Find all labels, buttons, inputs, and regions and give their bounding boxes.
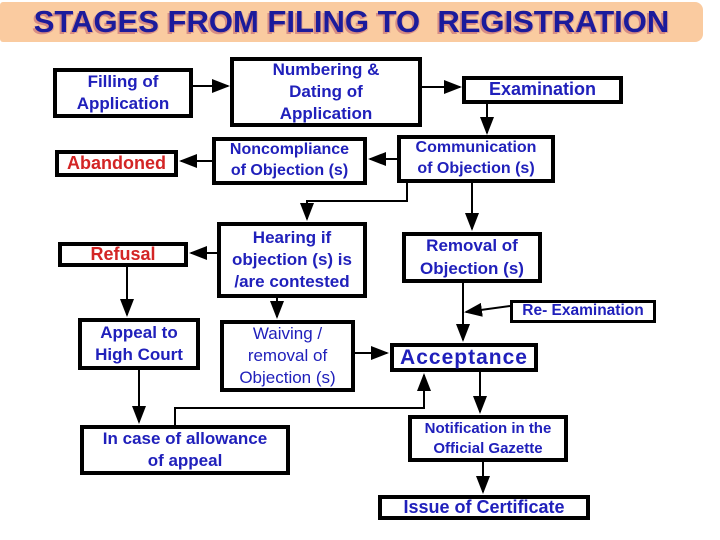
node-appeal-to-high-court: Appeal to High Court — [78, 318, 200, 370]
node-noncompliance-of-objections: Noncompliance of Objection (s) — [212, 137, 367, 185]
node-waiving-removal-of-objections: Waiving / removal of Objection (s) — [220, 320, 355, 392]
node-numbering-dating: Numbering & Dating of Application — [230, 57, 422, 127]
page-title: STAGES FROM FILING TO REGISTRATION — [33, 4, 670, 39]
node-filling-of-application: Filling of Application — [53, 68, 193, 118]
node-removal-of-objections: Removal of Objection (s) — [402, 232, 542, 283]
node-re-examination: Re- Examination — [510, 300, 656, 323]
node-acceptance: Acceptance — [390, 343, 538, 372]
node-communication-of-objections: Communication of Objection (s) — [397, 135, 555, 183]
arrow-communication-to-hearing — [300, 183, 408, 221]
title-banner: STAGES FROM FILING TO REGISTRATION — [0, 2, 703, 42]
arrow-reexamination-to-flow — [464, 302, 511, 317]
node-issue-of-certificate: Issue of Certificate — [378, 495, 590, 520]
node-allowance-of-appeal: In case of allowance of appeal — [80, 425, 290, 475]
node-refusal: Refusal — [58, 242, 188, 267]
node-hearing-if-contested: Hearing if objection (s) is /are contest… — [217, 222, 367, 298]
node-abandoned: Abandoned — [55, 150, 178, 177]
node-examination: Examination — [462, 76, 623, 104]
node-notification-official-gazette: Notification in the Official Gazette — [408, 415, 568, 462]
